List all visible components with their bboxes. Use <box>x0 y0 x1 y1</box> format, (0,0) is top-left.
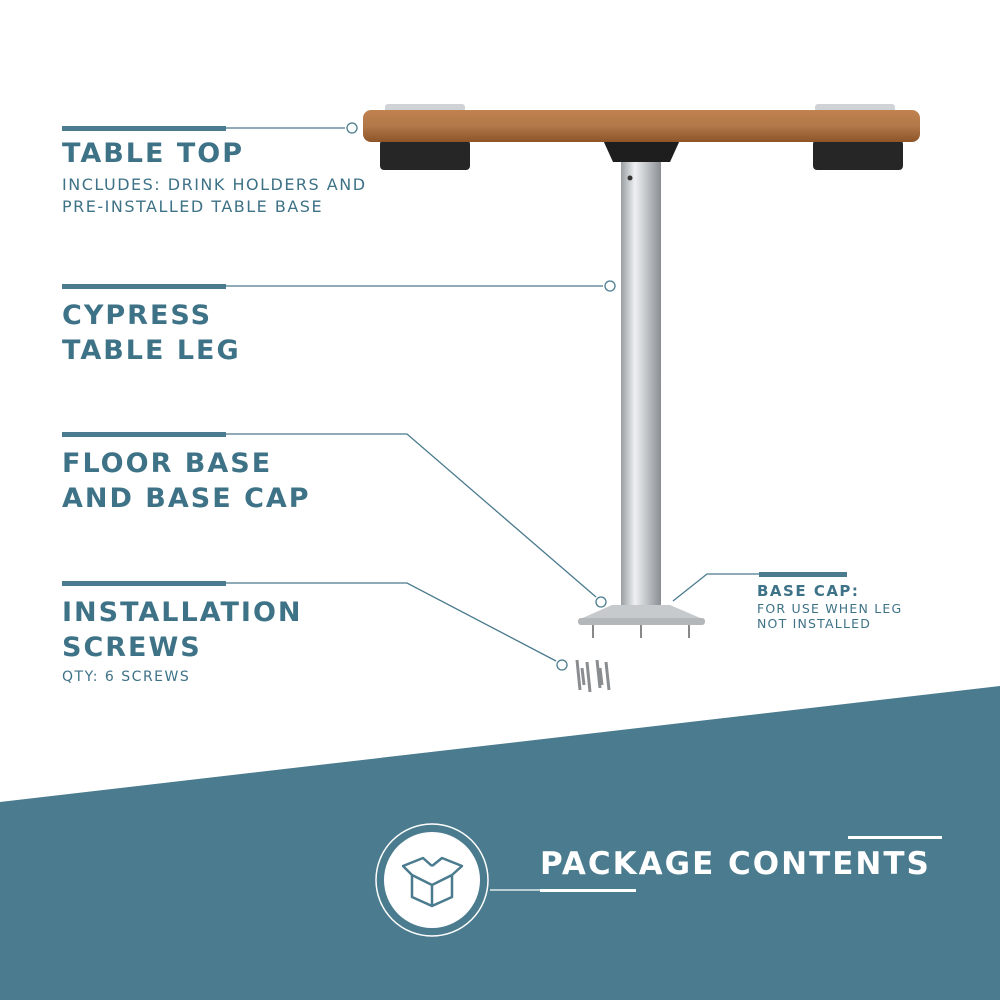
floor-base-title-1: FLOOR BASE <box>62 448 273 479</box>
screws-image <box>575 659 611 693</box>
table-top-title: TABLE TOP <box>62 138 245 169</box>
base-cap-subtitle-2: NOT INSTALLED <box>757 616 872 631</box>
footer-top-bar <box>848 836 942 839</box>
divider-bar <box>62 284 226 289</box>
package-icon-badge <box>375 823 489 937</box>
open-box-icon <box>401 856 464 908</box>
divider-bar <box>62 581 226 586</box>
base-cap-title: BASE CAP: <box>757 582 860 600</box>
floor-base-image <box>578 605 705 638</box>
screws-qty: QTY: 6 SCREWS <box>62 669 191 685</box>
table-top-image <box>363 104 920 170</box>
screws-title-1: INSTALLATION <box>62 597 303 628</box>
table-top-subtitle-2: PRE-INSTALLED TABLE BASE <box>62 197 324 216</box>
package-contents-title: PACKAGE CONTENTS <box>540 846 931 882</box>
divider-bar <box>62 126 226 131</box>
leader-screws <box>225 582 557 662</box>
table-leg-image <box>621 162 661 610</box>
table-top-subtitle-1: INCLUDES: DRINK HOLDERS AND <box>62 175 367 194</box>
base-cap-subtitle-1: FOR USE WHEN LEG <box>757 601 903 616</box>
leader-base-cap <box>672 573 760 602</box>
screws-title-2: SCREWS <box>62 632 202 663</box>
floor-base-title-2: AND BASE CAP <box>62 483 311 514</box>
teal-band <box>0 686 1000 1000</box>
table-leg-title-1: CYPRESS <box>62 300 213 331</box>
footer-bottom-bar <box>540 889 636 892</box>
divider-bar <box>759 572 847 577</box>
leader-floor-base <box>225 433 597 598</box>
divider-bar <box>62 432 226 437</box>
table-leg-title-2: TABLE LEG <box>62 335 241 366</box>
